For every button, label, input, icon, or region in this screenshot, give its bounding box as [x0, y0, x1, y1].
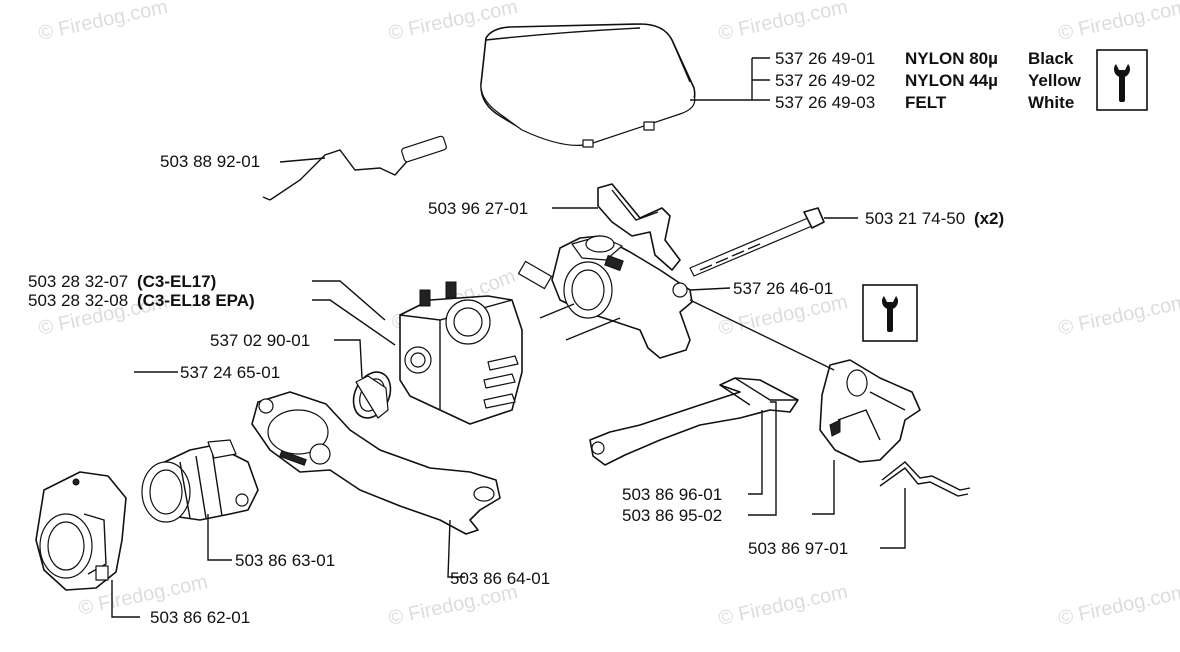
part-label-gasket-ring: 537 02 90-01 — [210, 331, 310, 350]
wrench-icon — [1096, 49, 1148, 111]
watermark: © Firedog.com — [716, 291, 849, 340]
spring-clip-drawing[interactable] — [879, 461, 971, 497]
watermark: © Firedog.com — [36, 0, 169, 45]
air-filter-drawing[interactable] — [480, 23, 696, 148]
filter-part-number: 537 26 49-01 — [775, 49, 875, 68]
carburetor-drawing[interactable] — [399, 281, 523, 425]
filter-part-number: 537 26 49-03 — [775, 93, 875, 112]
watermark: © Firedog.com — [386, 581, 519, 630]
part-label-flange: 503 86 64-01 — [450, 569, 550, 588]
part-label-circlip: 537 24 65-01 — [180, 363, 280, 382]
part-label-carb-b: 503 28 32-08 (C3-EL18 EPA) — [28, 291, 255, 310]
housing-drawing[interactable] — [35, 471, 127, 591]
part-label-bolt: 503 21 74-50 (x2) — [865, 209, 1004, 228]
carb-a-model: (C3-EL17) — [137, 272, 216, 291]
filter-color: White — [1028, 93, 1074, 112]
adjust-screws — [419, 281, 519, 409]
part-label-lever-a: 503 86 96-01 — [622, 485, 722, 504]
filter-color: Yellow — [1028, 71, 1082, 90]
long-bolt-drawing[interactable] — [689, 207, 825, 277]
bolt-part-number: 503 21 74-50 — [865, 209, 965, 228]
part-label-throttle: 537 26 46-01 — [733, 279, 833, 298]
lever-drawing[interactable] — [589, 377, 799, 466]
filter-material: NYLON 80µ — [905, 49, 998, 68]
wrench-icon — [862, 284, 918, 342]
filter-color: Black — [1028, 49, 1074, 68]
part-label-intake: 503 86 63-01 — [235, 551, 335, 570]
watermark: © Firedog.com — [1056, 0, 1180, 45]
flange-drawing[interactable] — [251, 391, 501, 535]
carb-a-part-number: 503 28 32-07 — [28, 272, 128, 291]
part-label-bracket: 503 96 27-01 — [428, 199, 528, 218]
bolt-quantity: (x2) — [974, 209, 1004, 228]
bracket-drawing[interactable] — [597, 183, 681, 271]
filter-material: NYLON 44µ — [905, 71, 998, 90]
air-filter-table: 537 26 49-01 NYLON 80µ Black 537 26 49-0… — [775, 49, 1082, 112]
watermark: © Firedog.com — [716, 581, 849, 630]
part-label-housing: 503 86 62-01 — [150, 608, 250, 627]
throttle-body-drawing[interactable] — [517, 235, 693, 359]
filter-part-number: 537 26 49-02 — [775, 71, 875, 90]
carb-b-model: (C3-EL18 EPA) — [137, 291, 255, 310]
carb-b-part-number: 503 28 32-08 — [28, 291, 128, 310]
part-label-rod: 503 88 92-01 — [160, 152, 260, 171]
part-label-carb-a: 503 28 32-07 (C3-EL17) — [28, 272, 216, 291]
filter-material: FELT — [905, 93, 947, 112]
watermark: © Firedog.com — [1056, 291, 1180, 340]
choke-rod-drawing[interactable] — [262, 135, 447, 201]
circlip-drawing[interactable] — [81, 352, 145, 390]
watermark: © Firedog.com — [1056, 581, 1180, 630]
gasket-ring-drawing[interactable] — [346, 366, 397, 424]
part-label-lever-b: 503 86 95-02 — [622, 506, 722, 525]
part-label-cover: 503 86 97-01 — [748, 539, 848, 558]
cover-drawing[interactable] — [819, 359, 921, 463]
intake-boot-drawing[interactable] — [141, 439, 259, 523]
watermark: © Firedog.com — [716, 0, 849, 45]
